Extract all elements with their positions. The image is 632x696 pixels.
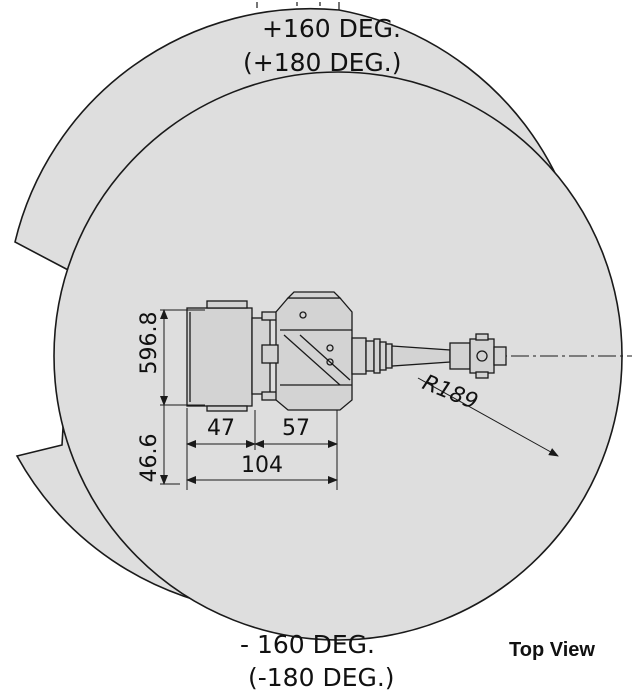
angle-label-bottom-secondary: (-180 DEG.) xyxy=(248,663,395,692)
robot-shoulder xyxy=(261,291,353,411)
dimension-width-total: 104 xyxy=(241,453,283,478)
height-dimension-lines xyxy=(160,309,205,485)
robot-forearm xyxy=(351,337,451,375)
dimension-height-upper: 596.8 xyxy=(137,312,162,375)
angle-label-bottom-primary: - 160 DEG. xyxy=(240,630,375,659)
dimension-width-right: 57 xyxy=(282,416,310,441)
robot-wrist xyxy=(449,333,507,379)
width-dimension-lines xyxy=(186,408,338,490)
dimension-height-lower: 46.6 xyxy=(137,434,162,483)
angle-label-top-primary: +160 DEG. xyxy=(262,14,401,43)
view-title: Top View xyxy=(509,639,595,661)
top-tick-marks xyxy=(256,2,340,10)
dimension-width-left: 47 xyxy=(207,416,235,441)
angle-label-top-secondary: (+180 DEG.) xyxy=(243,48,402,77)
radius-leader-line xyxy=(417,377,559,457)
